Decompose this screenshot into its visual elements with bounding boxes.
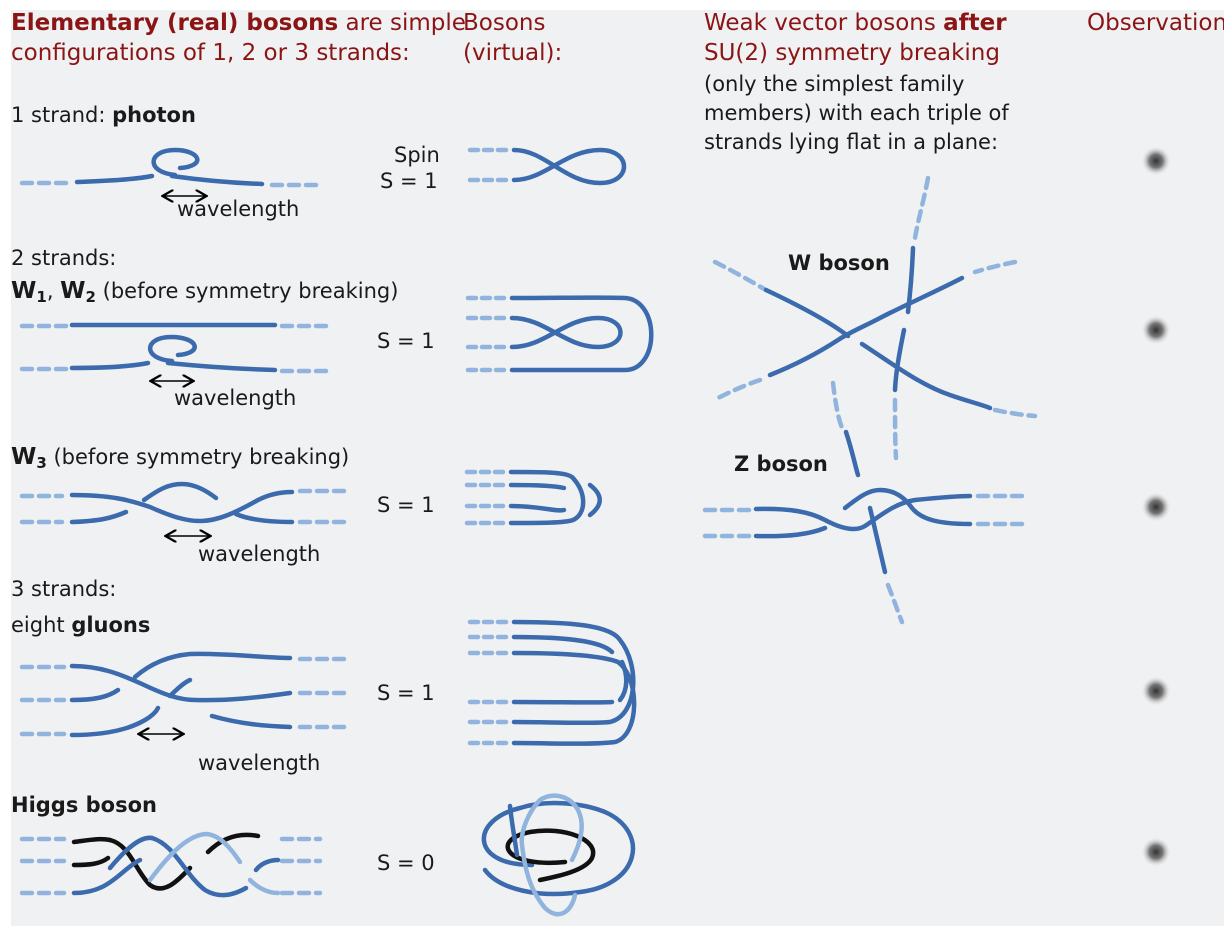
w2-letter: W (60, 278, 86, 304)
w-boson-label: W boson (788, 251, 890, 275)
header-weak-line4: members) with each triple of (704, 101, 1009, 125)
w12-strands (19, 322, 333, 374)
header-elementary-rest: are simple (338, 10, 466, 36)
w12-spin: S = 1 (377, 329, 435, 353)
w12-separator: , (46, 279, 61, 303)
gluons-wavelength: wavelength (198, 751, 321, 775)
header-weak-bold: after (943, 10, 1007, 36)
w3-suffix: (before symmetry breaking) (46, 445, 350, 469)
w12-suffix: (before symmetry breaking) (95, 279, 399, 303)
observation-gluon (1141, 676, 1171, 706)
w3-subscript: 3 (36, 454, 47, 472)
photon-strand (19, 147, 325, 188)
header-elementary-line2: configurations of 1, 2 or 3 strands: (11, 40, 410, 66)
header-weak-line3: (only the simplest family (704, 72, 965, 96)
header-weak-line2: SU(2) symmetry breaking (704, 40, 1000, 66)
higgs-spin: S = 0 (377, 851, 435, 875)
gluons-spin: S = 1 (377, 681, 435, 705)
header-weak-line5: strands lying flat in a plane: (704, 130, 999, 154)
gluons-prefix: 3 strands: (11, 577, 117, 601)
observation-photon (1141, 146, 1171, 176)
photon-spin-word: Spin (394, 143, 440, 167)
virtual-photon (467, 147, 627, 186)
w12-prefix: 2 strands: (11, 246, 117, 270)
header-weak-text: Weak vector bosons (704, 10, 944, 36)
higgs-strands (19, 831, 323, 898)
header-virtual-line1: Bosons (463, 10, 546, 36)
w12-wavelength: wavelength (174, 386, 297, 410)
w3-label: W3 (before symmetry breaking) (11, 444, 349, 471)
w3-spin: S = 1 (377, 493, 435, 517)
header-elementary: Elementary (real) bosons are simple (11, 10, 466, 37)
header-elementary-bold: Elementary (real) bosons (11, 10, 339, 36)
gluons-label: eight gluons (11, 612, 150, 639)
observation-higgs (1141, 837, 1171, 867)
w2-subscript: 2 (85, 288, 96, 306)
gluons-pre: eight (11, 613, 72, 637)
photon-name: photon (112, 103, 196, 127)
w1-subscript: 1 (36, 288, 47, 306)
observation-z (1141, 492, 1171, 522)
observation-markers (1141, 146, 1171, 867)
photon-spin: S = 1 (380, 169, 438, 193)
higgs-label: Higgs boson (11, 793, 157, 817)
w3-wavelength: wavelength (198, 542, 321, 566)
photon-prefix: 1 strand: (11, 103, 113, 127)
header-observation: Observation (1087, 10, 1224, 36)
virtual-gluon (467, 619, 637, 746)
photon-label: 1 strand: photon (11, 102, 196, 129)
observation-w (1141, 315, 1171, 345)
w12-label: W1, W2 (before symmetry breaking) (11, 278, 398, 305)
header-weak-line1: Weak vector bosons after (704, 10, 1007, 37)
gluon-strands (19, 651, 348, 738)
header-virtual-line2: (virtual): (463, 40, 563, 66)
virtual-w12 (465, 295, 654, 373)
z-boson-strands (702, 487, 1028, 625)
w3-letter: W (11, 444, 37, 470)
background-panel (11, 10, 1224, 926)
w3-strands (19, 481, 348, 525)
w1-letter: W (11, 278, 37, 304)
gluons-name: gluons (71, 613, 151, 637)
z-boson-label: Z boson (734, 452, 828, 476)
virtual-higgs (481, 793, 636, 917)
virtual-w3 (464, 469, 602, 526)
w-boson-strands (712, 175, 1038, 478)
